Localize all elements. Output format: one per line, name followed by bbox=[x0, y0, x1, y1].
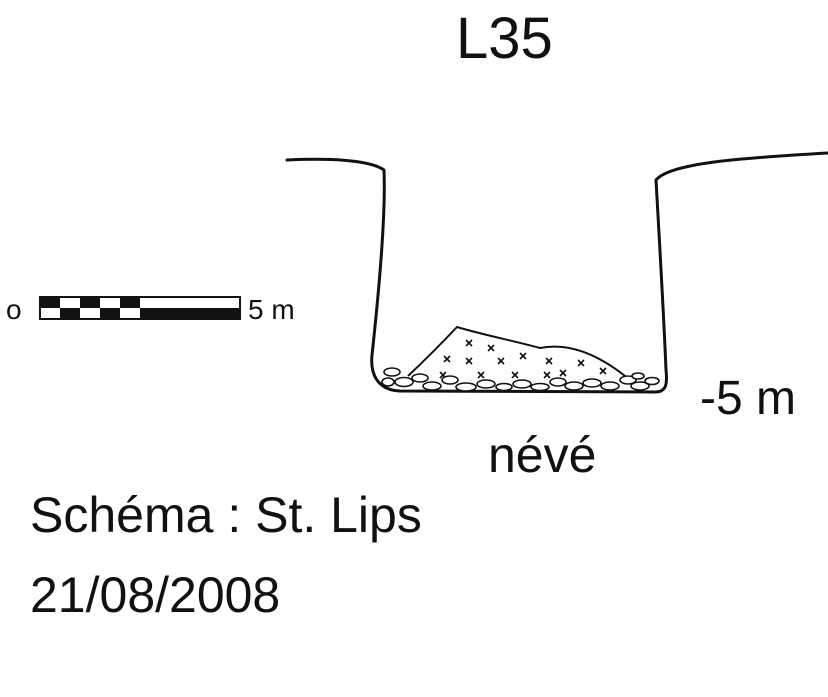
neve-crosses bbox=[439, 339, 607, 379]
scale-start-label: o bbox=[6, 294, 22, 325]
date-line: 21/08/2008 bbox=[30, 567, 281, 623]
shaft-profile bbox=[285, 151, 828, 394]
neve-mound bbox=[407, 325, 631, 381]
scale-end-label: 5 m bbox=[248, 294, 295, 325]
floor-rubble bbox=[381, 367, 660, 392]
scale-bar bbox=[39, 296, 241, 320]
feature-label: névé bbox=[488, 427, 597, 483]
diagram-title: L35 bbox=[456, 6, 553, 71]
author-line: Schéma : St. Lips bbox=[30, 487, 422, 543]
depth-label: -5 m bbox=[700, 372, 796, 425]
